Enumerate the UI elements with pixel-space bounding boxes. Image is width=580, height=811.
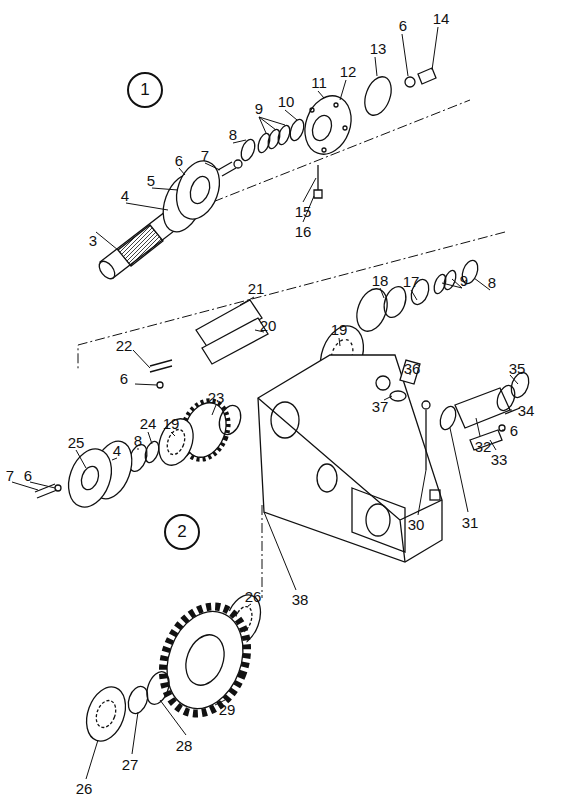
callout-number: 36 [404, 361, 421, 376]
view-number: 1 [140, 80, 149, 100]
callout-number: 37 [372, 399, 389, 414]
callout-number: 7 [201, 148, 209, 163]
callout-number: 33 [491, 452, 508, 467]
callout-number: 6 [120, 371, 128, 386]
view-number: 2 [177, 522, 186, 542]
callout-number: 4 [113, 443, 121, 458]
callout-number: 13 [370, 41, 387, 56]
callout-number: 6 [510, 423, 518, 438]
callout-number: 3 [89, 233, 97, 248]
callout-number: 16 [295, 224, 312, 239]
callout-number: 8 [488, 275, 496, 290]
callout-number: 34 [518, 403, 535, 418]
callout-number: 27 [122, 757, 139, 772]
callout-number: 11 [311, 75, 327, 90]
callout-number: 4 [121, 188, 129, 203]
callout-number: 28 [176, 738, 193, 753]
callout-number: 17 [403, 274, 420, 289]
callout-number: 18 [372, 273, 389, 288]
callout-number: 19 [331, 322, 348, 337]
callout-number: 8 [134, 433, 142, 448]
view-marker-circle: 1 [127, 72, 163, 108]
callout-number: 14 [433, 11, 450, 26]
callout-number: 30 [408, 517, 425, 532]
callout-number: 6 [399, 18, 407, 33]
callout-number: 35 [509, 361, 526, 376]
callout-number: 31 [462, 515, 479, 530]
callout-number: 38 [292, 592, 309, 607]
callout-number: 5 [147, 173, 155, 188]
callout-number: 26 [245, 589, 262, 604]
callout-number: 20 [260, 318, 277, 333]
callout-number: 25 [68, 435, 85, 450]
callout-number: 23 [208, 390, 225, 405]
callout-number: 7 [6, 468, 14, 483]
callout-number: 6 [175, 153, 183, 168]
callout-number: 12 [340, 64, 357, 79]
callout-number: 6 [24, 468, 32, 483]
callout-number: 9 [460, 273, 468, 288]
callout-number: 8 [229, 127, 237, 142]
callout-number: 19 [163, 416, 180, 431]
callout-number: 26 [76, 781, 93, 796]
callout-number: 9 [255, 101, 263, 116]
callout-number: 21 [248, 281, 265, 296]
view-marker-circle: 2 [164, 514, 200, 550]
callout-number: 22 [116, 338, 133, 353]
callout-number: 10 [278, 94, 295, 109]
callout-number: 15 [295, 204, 312, 219]
callout-number: 24 [140, 416, 157, 431]
callout-number: 32 [475, 439, 492, 454]
callout-number: 29 [219, 702, 236, 717]
